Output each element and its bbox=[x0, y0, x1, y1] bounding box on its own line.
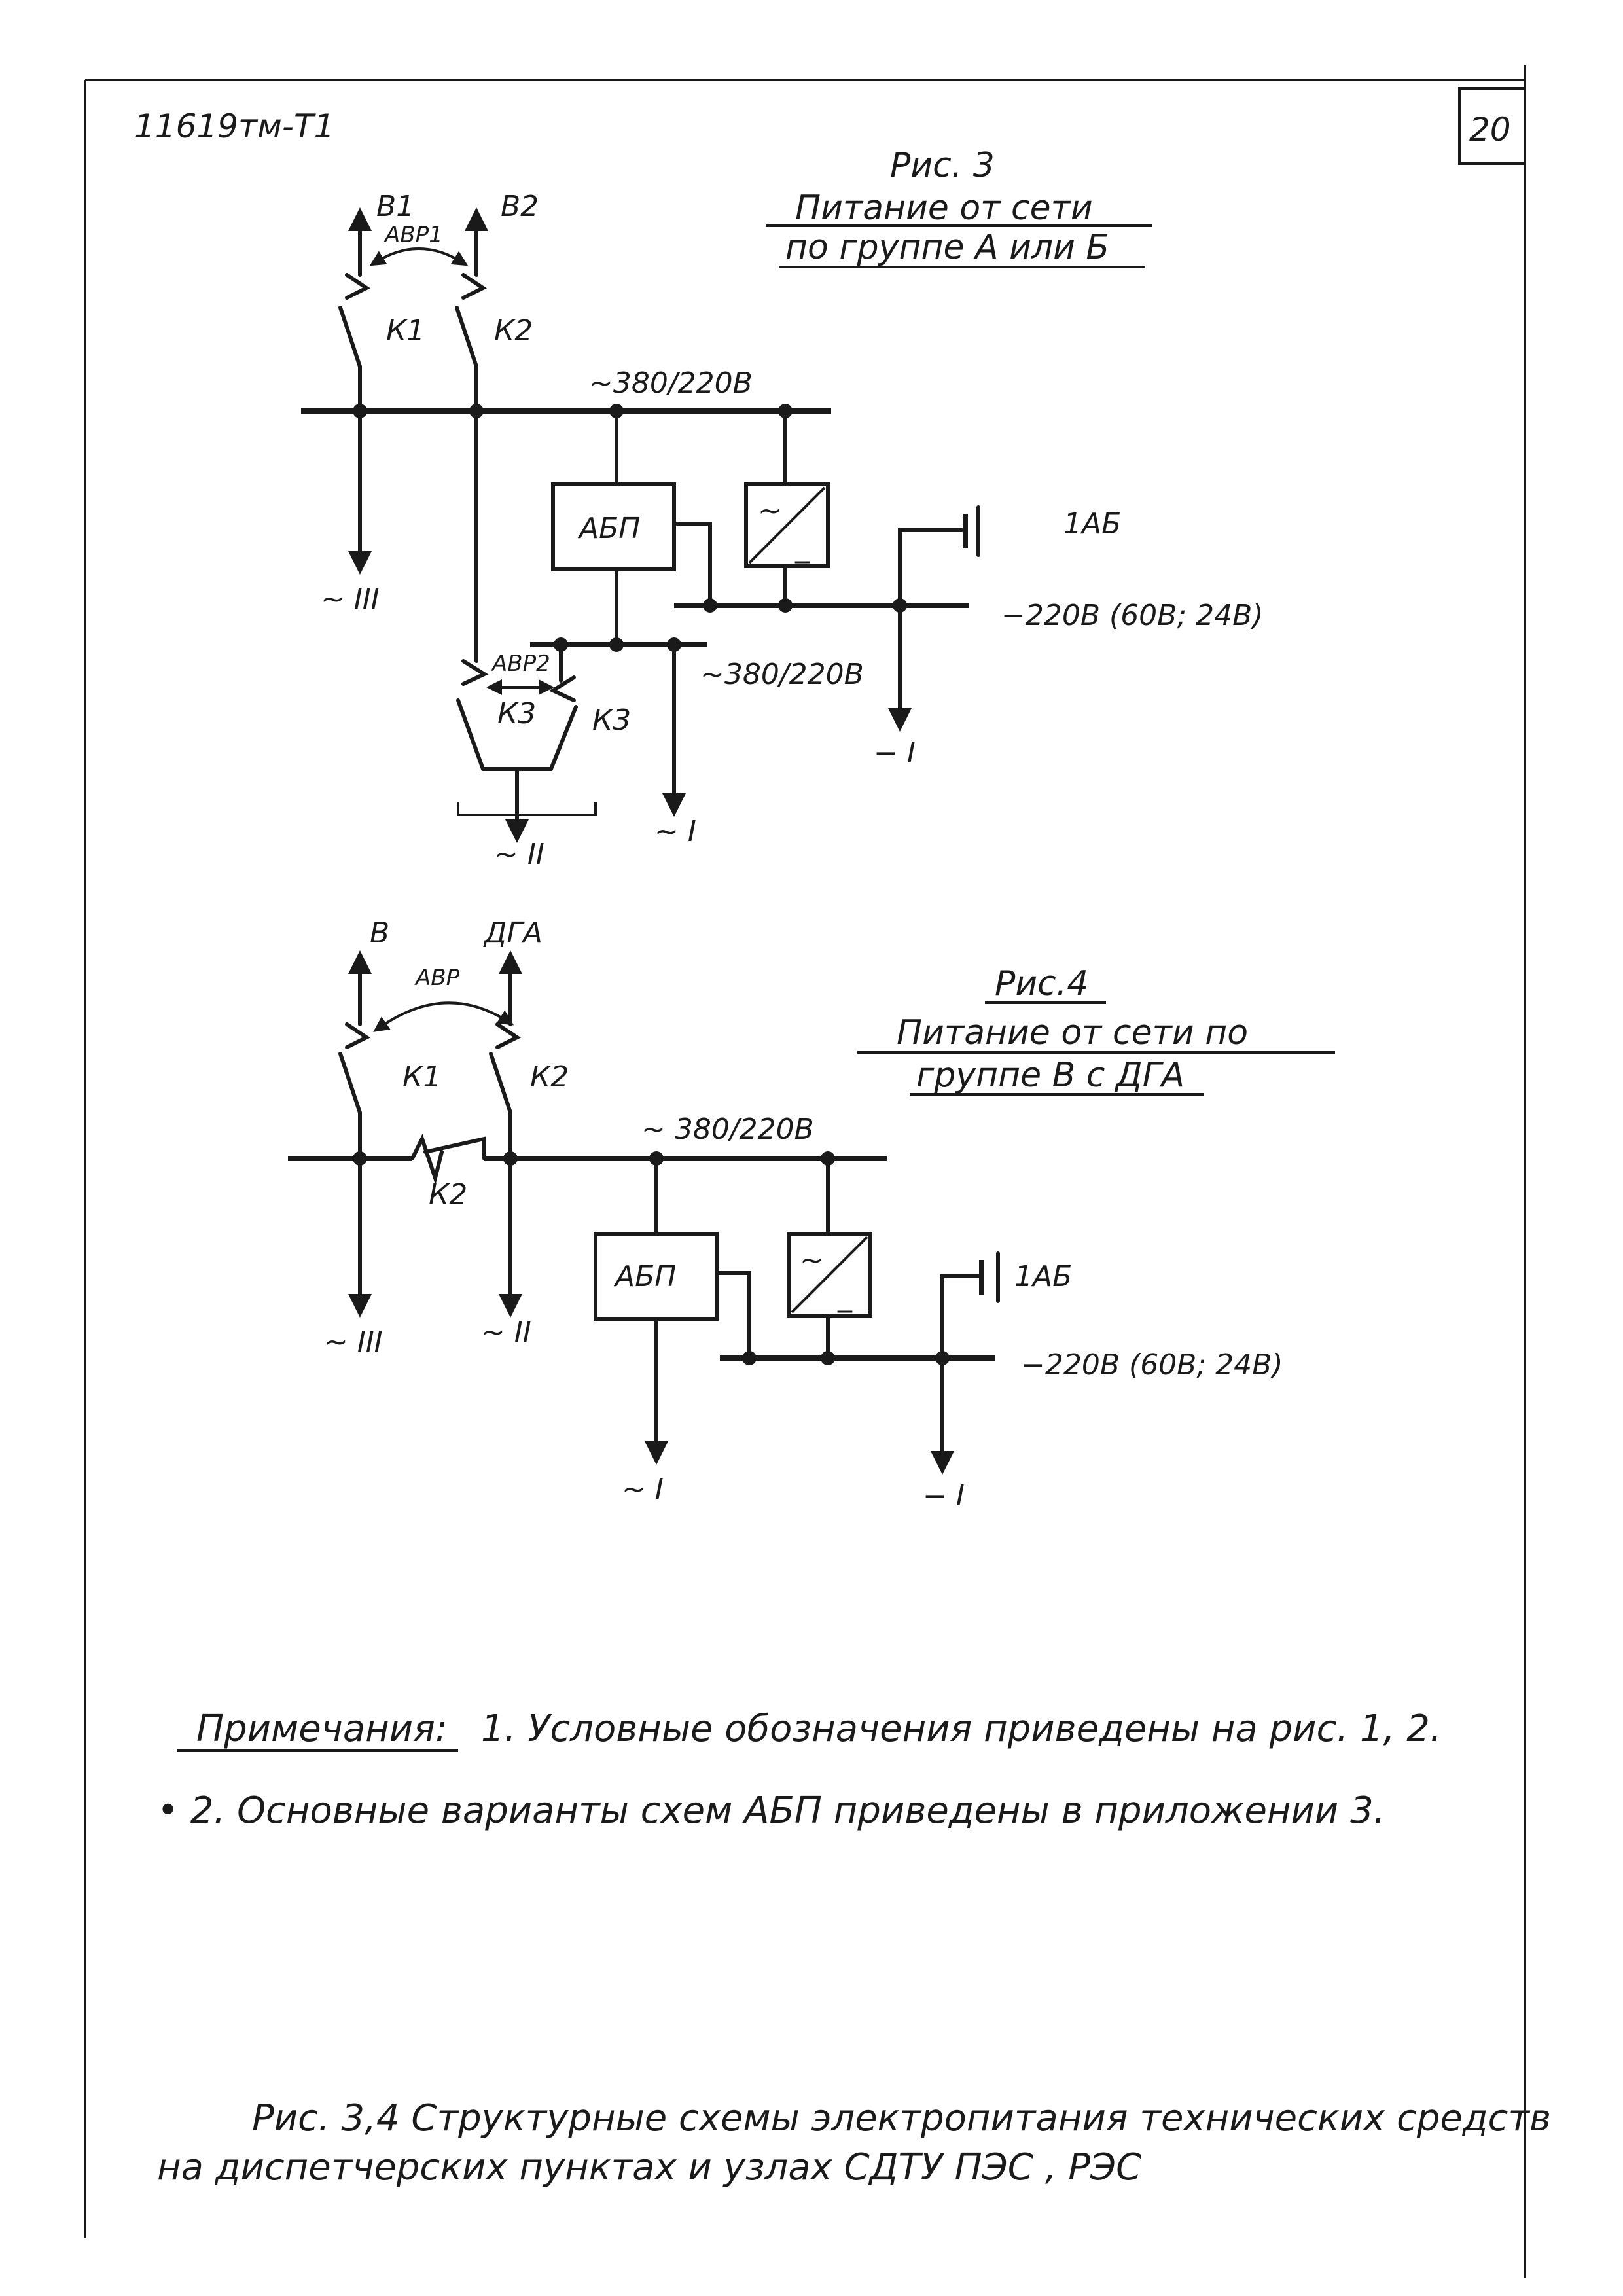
fig3-k3b-switch bbox=[549, 705, 578, 771]
note-1: 1. Условные обозначения приведены на рис… bbox=[481, 1708, 1442, 1750]
fig4-avr: АВР bbox=[414, 965, 460, 991]
fig3-out-iii: ~ III bbox=[321, 583, 380, 616]
fig4-title-line2: группе В с ДГА bbox=[916, 1056, 1185, 1095]
sheet-frame bbox=[84, 65, 1526, 2278]
fig4-input2: ДГА bbox=[483, 916, 543, 950]
fig4-out-i-ac: ~ I bbox=[622, 1473, 664, 1506]
fig3-k3b-label: К3 bbox=[592, 704, 631, 737]
fig3-out-i-ac: ~ I bbox=[654, 815, 696, 848]
fig3-title-line2: по группе А или Б bbox=[785, 228, 1109, 267]
fig3-out-i-dc: − I bbox=[874, 736, 916, 770]
notes-block: Примечания: 1. Условные обозначения прив… bbox=[157, 1708, 1442, 1832]
fig3-diagram: Рис. 3 Питание от сети по группе А или Б… bbox=[301, 146, 1264, 871]
fig4-k2-contact-label: К2 bbox=[429, 1178, 467, 1211]
caption-line1: Рис. 3,4 Структурные схемы электропитани… bbox=[252, 2097, 1551, 2140]
fig3-avr2: АВР2 bbox=[491, 651, 550, 677]
fig3-bus-ac2-label: ~380/220В bbox=[700, 658, 864, 691]
fig3-avr1-arc bbox=[369, 247, 469, 266]
fig4-diagram: Рис.4 Питание от сети по группе В с ДГА … bbox=[288, 916, 1335, 1513]
fig3-battery-label: 1АБ bbox=[1063, 507, 1121, 541]
fig3-bus-ac-label: ~380/220В bbox=[589, 367, 753, 400]
fig3-k1-label: К1 bbox=[386, 314, 425, 348]
fig4-caption: Рис.4 bbox=[995, 964, 1088, 1003]
figure-caption: Рис. 3,4 Структурные схемы электропитани… bbox=[157, 2097, 1551, 2189]
fig4-ups-box bbox=[594, 1232, 719, 1321]
fig4-k1-label: К1 bbox=[402, 1060, 441, 1094]
fig4-k2-switch bbox=[489, 1052, 512, 1115]
fig3-k2-label: К2 bbox=[494, 314, 533, 348]
page-number: 20 bbox=[1469, 111, 1511, 149]
fig4-out-ii: ~ II bbox=[481, 1316, 531, 1349]
fig3-ups-box bbox=[551, 482, 676, 571]
fig3-title-line1: Питание от сети bbox=[795, 188, 1093, 228]
fig3-avr1: АВР1 bbox=[383, 222, 443, 248]
notes-heading: Примечания: bbox=[196, 1708, 448, 1750]
fig4-avr-arc bbox=[373, 1001, 514, 1032]
fig4-out-iii: ~ III bbox=[324, 1325, 383, 1359]
fig4-k2-label: К2 bbox=[530, 1060, 569, 1094]
fig4-title-line1: Питание от сети по bbox=[897, 1013, 1248, 1052]
fig3-k1-switch bbox=[338, 306, 362, 368]
fig3-input2: В2 bbox=[501, 190, 539, 223]
fig3-k3a-label: К3 bbox=[497, 697, 536, 730]
fig4-k1-switch bbox=[338, 1052, 362, 1115]
fig4-input1: В bbox=[370, 916, 389, 950]
fig3-out-ii: ~ II bbox=[494, 838, 544, 871]
fig3-k2-switch bbox=[455, 306, 478, 368]
svg-text:_: _ bbox=[794, 530, 810, 564]
fig3-ups-label: АБП bbox=[577, 512, 640, 545]
fig3-input1: В1 bbox=[376, 190, 414, 223]
doc-code: 11619тм-Т1 bbox=[134, 107, 334, 145]
fig4-ups-label: АБП bbox=[613, 1260, 676, 1293]
fig3-bus-dc-label: −220В (60В; 24В) bbox=[1001, 599, 1264, 632]
svg-text:~: ~ bbox=[800, 1244, 824, 1277]
note-2: • 2. Основные варианты схем АБП приведен… bbox=[157, 1789, 1385, 1832]
fig3-k3a-switch bbox=[456, 698, 485, 771]
svg-text:_: _ bbox=[837, 1280, 853, 1313]
fig4-k2-contact bbox=[410, 1134, 444, 1185]
fig4-bus-ac-label: ~ 380/220В bbox=[641, 1113, 814, 1146]
fig3-caption: Рис. 3 bbox=[890, 146, 995, 185]
fig4-bus-dc-label: −220В (60В; 24В) bbox=[1021, 1348, 1283, 1382]
caption-line2: на диспетчерских пунктах и узлах СДТУ ПЭ… bbox=[157, 2146, 1141, 2189]
fig4-out-i-dc: − I bbox=[923, 1479, 965, 1513]
svg-text:~: ~ bbox=[758, 494, 782, 528]
fig4-battery-label: 1АБ bbox=[1014, 1260, 1072, 1293]
